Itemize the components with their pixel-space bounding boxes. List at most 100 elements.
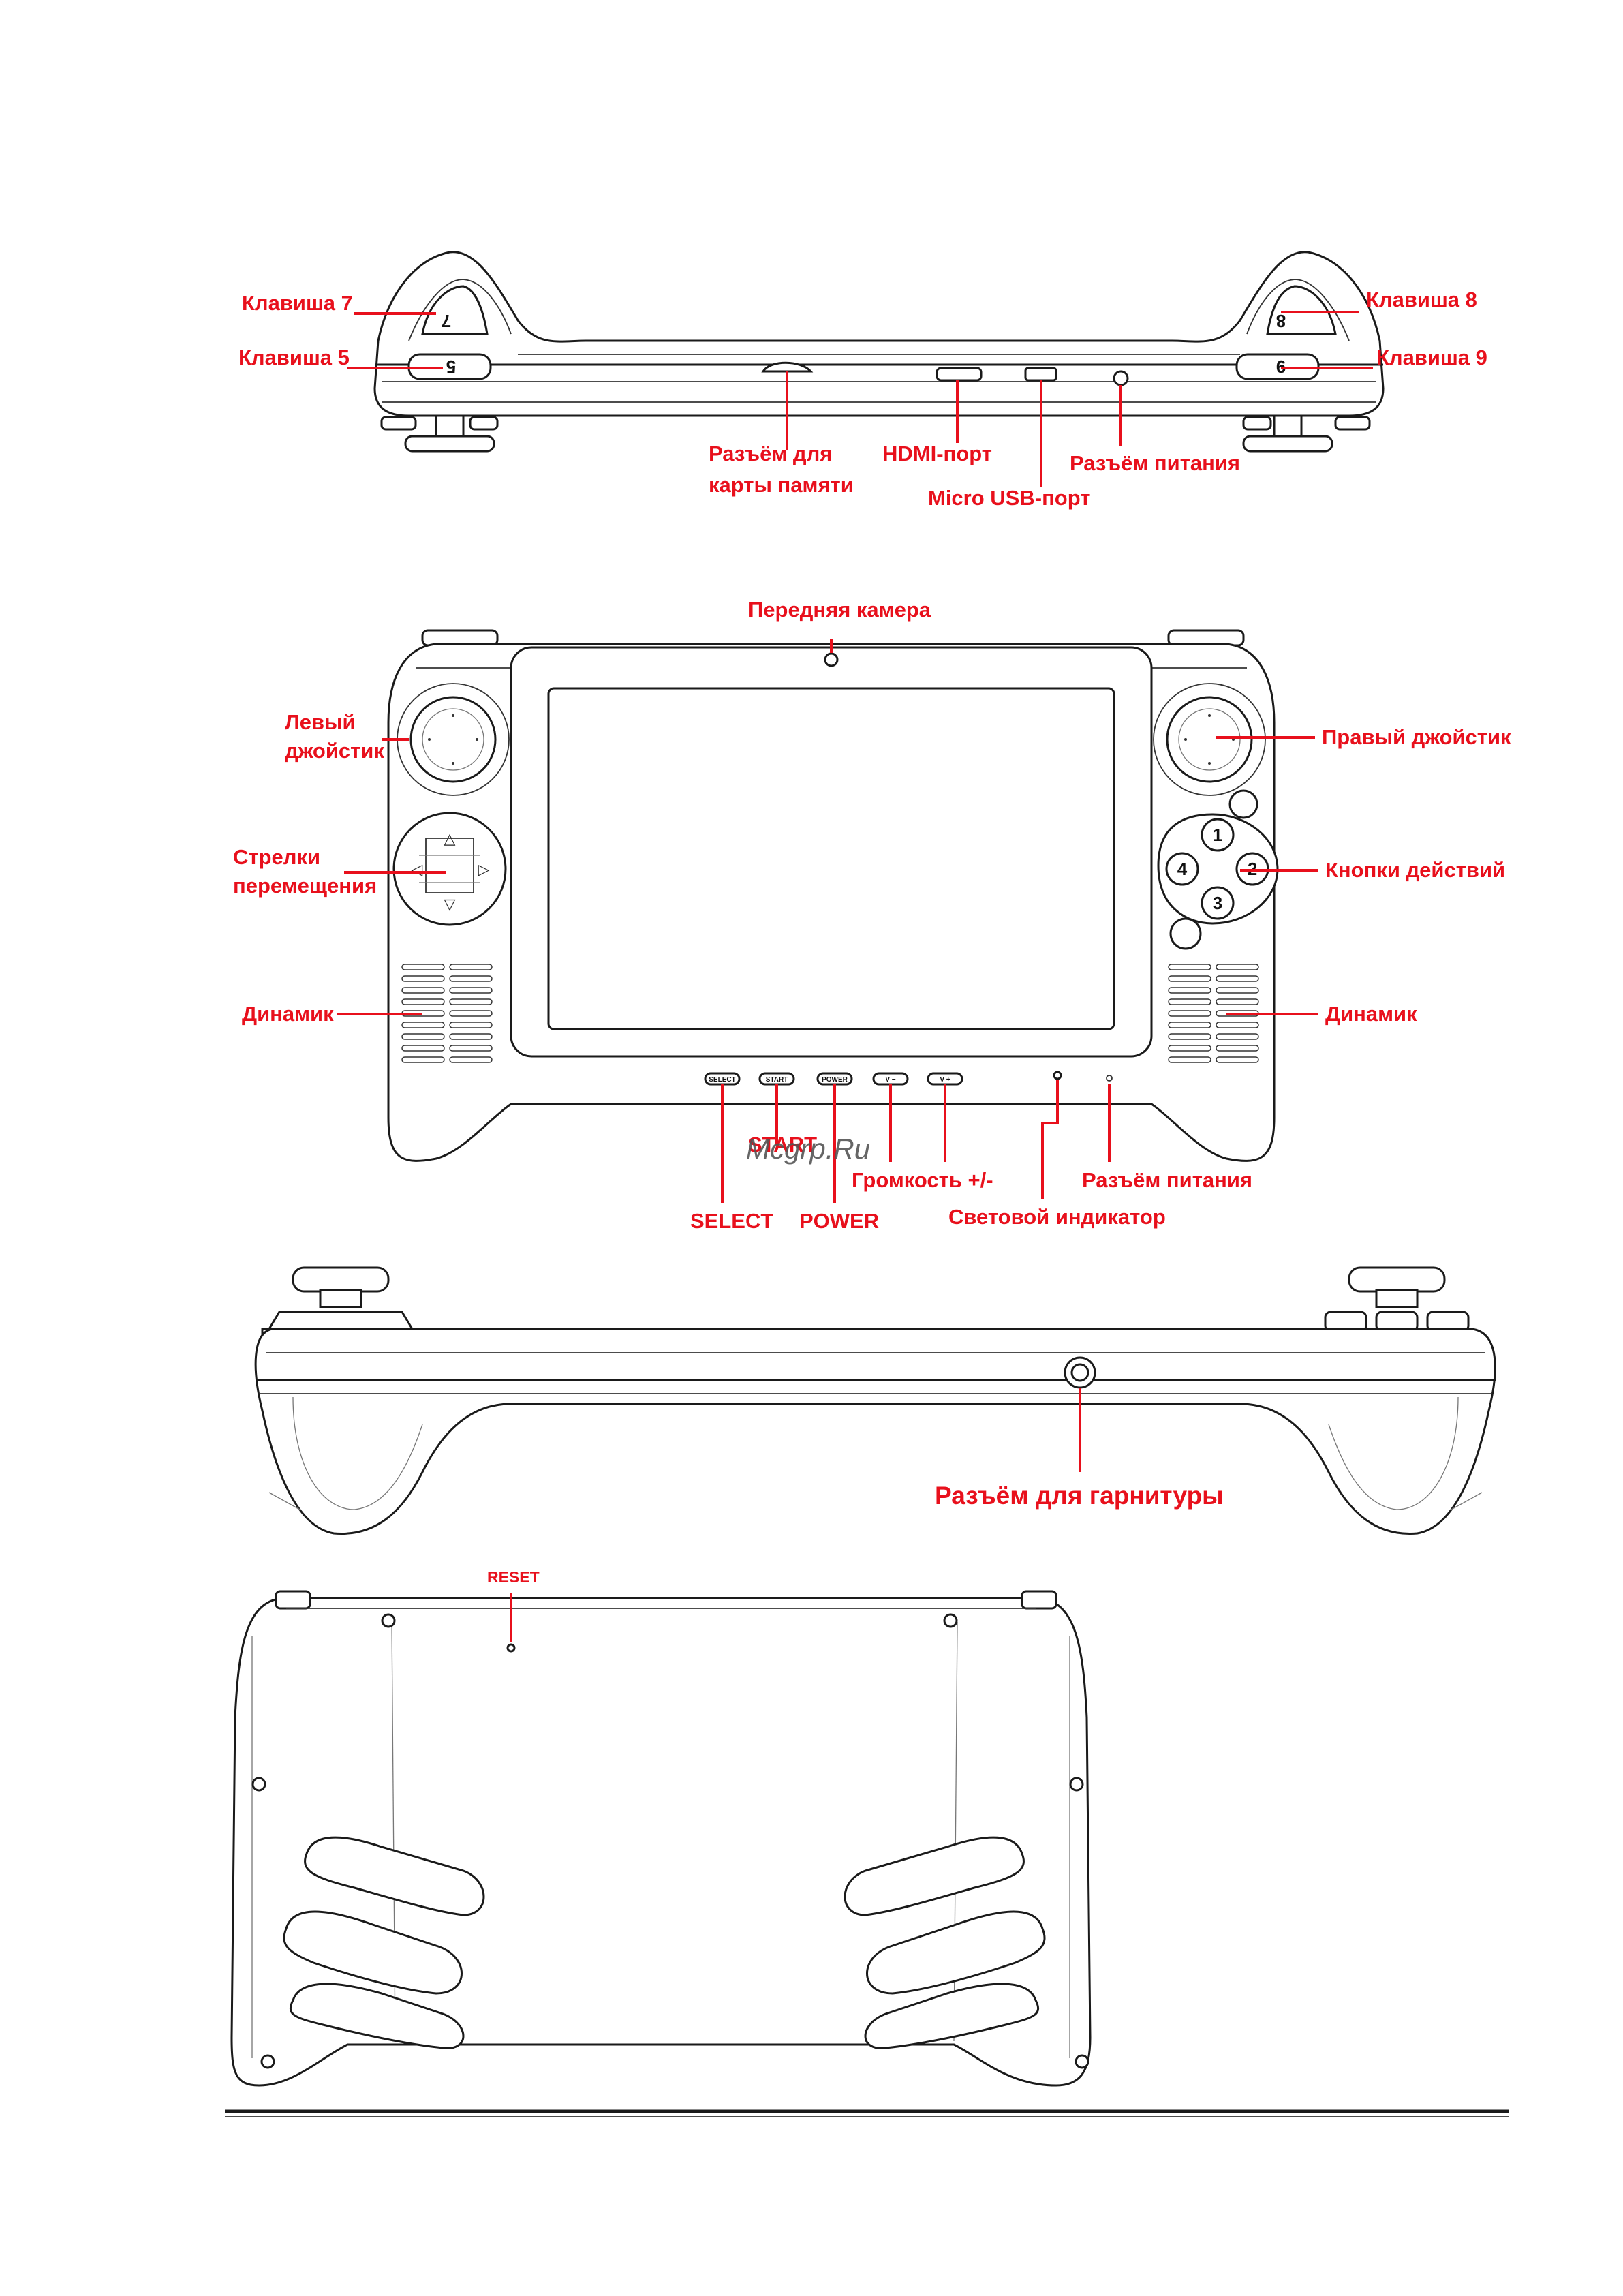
dpad-up-icon[interactable]: △ [444,830,456,847]
speaker-slot [1216,1056,1259,1063]
front-camera [824,652,839,667]
reset-pinhole[interactable] [506,1643,516,1653]
power-jack-top[interactable] [1113,370,1129,386]
speaker-slot [401,1033,445,1040]
led-indicator [1053,1071,1062,1080]
power-button[interactable]: POWER [816,1072,853,1086]
dpad-down-icon[interactable]: ▽ [444,896,456,913]
speaker-slot [1168,1033,1211,1040]
speaker-slot [1168,1010,1211,1017]
headset-jack[interactable] [1064,1356,1096,1389]
speaker-slot [401,987,445,994]
speaker-slot [401,975,445,982]
bottom-view: Разъём для гарнитуры [254,1266,1496,1535]
hdmi-port[interactable] [936,367,983,382]
action-button-1[interactable]: 1 [1201,818,1235,852]
speaker-grille-right [1168,964,1259,1063]
speaker-slot [1216,998,1259,1005]
micro-usb-port[interactable] [1024,367,1057,382]
dpad[interactable]: △ ▽ ◁ ▷ [392,812,507,926]
speaker-slot [1168,1056,1211,1063]
speaker-slot [449,1010,493,1017]
speaker-slot [401,964,445,970]
speaker-slot [1216,987,1259,994]
start-button-label: START [766,1076,788,1084]
front-view: △ ▽ ◁ ▷ 1 2 3 4 [233,598,1511,1233]
label-key-7: Клавиша 7 [242,291,353,315]
label-right-stick: Правый джойстик [1322,725,1511,749]
speaker-slot [449,1033,493,1040]
key-5-glyph: 5 [446,356,456,377]
speaker-slot [449,1045,493,1052]
select-button[interactable]: SELECT [704,1072,741,1086]
speaker-grille-left [401,964,493,1063]
right-joystick[interactable] [1153,683,1266,796]
speaker-slot [449,1056,493,1063]
top-view: 7 8 5 9 [238,251,1487,510]
right-stick-top-view [1242,414,1371,453]
label-micro-usb: Micro USB-порт [928,486,1090,510]
label-dpad-1: Стрелки [233,845,320,869]
speaker-slot [1168,1022,1211,1028]
speaker-slot [1168,987,1211,994]
speaker-slot [1168,1045,1211,1052]
watermark: Mcgrp.Ru [746,1133,870,1165]
volume-minus-label: V − [885,1076,895,1084]
label-front-camera: Передняя камера [748,598,931,622]
label-card-slot-1: Разъём для [709,442,832,465]
left-joystick[interactable] [397,683,510,796]
speaker-slot [1216,964,1259,970]
action-3-glyph: 3 [1213,893,1222,913]
speaker-slot [1216,975,1259,982]
label-hdmi: HDMI-порт [882,442,992,465]
label-power: POWER [799,1209,879,1233]
select-button-label: SELECT [709,1076,735,1084]
label-power-jack-front: Разъём питания [1082,1168,1252,1192]
label-speaker-left: Динамик [242,1002,334,1026]
label-volume: Громкость +/- [852,1168,993,1192]
dpad-left-icon[interactable]: ◁ [412,861,423,878]
speaker-slot [1168,975,1211,982]
volume-plus-label: V + [940,1076,950,1084]
speaker-slot [401,1056,445,1063]
speaker-slot [401,998,445,1005]
speaker-slot [449,998,493,1005]
key-7-glyph: 7 [442,311,451,331]
label-key-5: Клавиша 5 [238,346,350,369]
label-left-stick-2: джойстик [285,739,384,763]
label-action-buttons: Кнопки действий [1325,858,1505,882]
speaker-slot [1216,1033,1259,1040]
left-stick-top-view [380,414,499,453]
screw-icon [260,2054,275,2069]
speaker-slot [449,987,493,994]
start-button[interactable]: START [758,1072,795,1086]
action-1-glyph: 1 [1213,825,1222,845]
action-button-4[interactable]: 4 [1165,852,1199,886]
key-7-button[interactable]: 7 [421,285,489,335]
label-headset-jack: Разъём для гарнитуры [935,1482,1224,1510]
label-speaker-right: Динамик [1325,1002,1417,1026]
key-8-button[interactable]: 8 [1266,285,1337,335]
memory-card-slot[interactable] [761,361,814,373]
speaker-slot [1168,998,1211,1005]
speaker-slot [1216,1022,1259,1028]
power-jack-front[interactable] [1106,1075,1113,1082]
label-start: START [748,1133,817,1157]
label-select: SELECT [690,1209,773,1233]
volume-minus-button[interactable]: V − [872,1072,909,1086]
label-key-8: Клавиша 8 [1366,288,1477,311]
speaker-slot [1216,1045,1259,1052]
back-view: RESET [230,1568,1092,2087]
label-dpad-2: перемещения [233,874,377,898]
screw-icon [943,1613,958,1628]
speaker-slot [401,1022,445,1028]
volume-plus-button[interactable]: V + [927,1072,963,1086]
screw-icon [251,1777,266,1792]
screw-icon [1069,1777,1084,1792]
dpad-right-icon[interactable]: ▷ [478,861,490,878]
screw-icon [381,1613,396,1628]
action-button-3[interactable]: 3 [1201,886,1235,920]
key-8-glyph: 8 [1276,311,1286,331]
speaker-slot [401,1045,445,1052]
